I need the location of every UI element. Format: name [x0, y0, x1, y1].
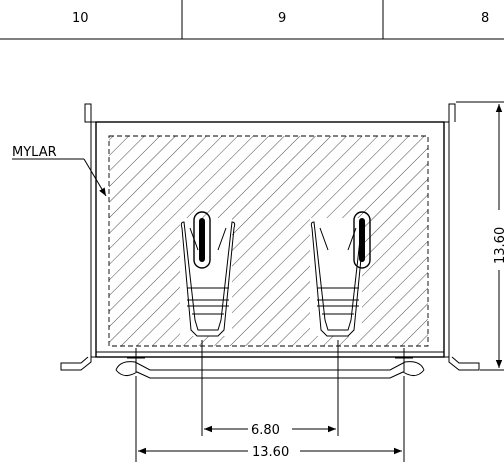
zone-label-10: 10 [72, 11, 89, 26]
height-dimension-label: 13.60 [493, 227, 504, 264]
title-block: 10 9 8 [0, 0, 504, 40]
connector-housing [60, 103, 480, 371]
contact-left [180, 211, 236, 337]
inner-width-label: 6.80 [251, 423, 280, 438]
bottom-clip [115, 348, 425, 379]
height-dimension: 13.60 [456, 101, 504, 371]
zone-label-9: 9 [278, 11, 286, 26]
zone-label-8: 8 [481, 11, 489, 26]
mylar-region [108, 135, 429, 347]
contact-right [310, 211, 371, 337]
mylar-label: MYLAR [12, 145, 57, 160]
width-dimensions: 6.80 13.60 [135, 340, 405, 462]
mylar-callout: MYLAR [12, 145, 107, 197]
outer-width-label: 13.60 [252, 445, 289, 460]
